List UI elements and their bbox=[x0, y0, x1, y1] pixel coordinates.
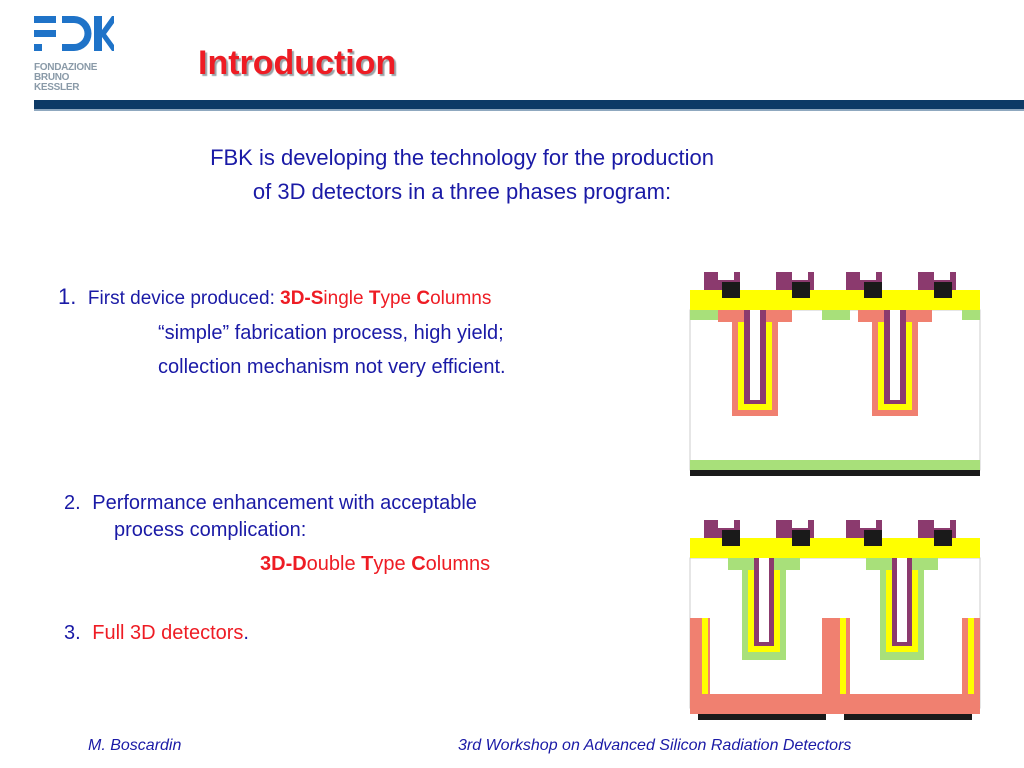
footer-event: 3rd Workshop on Advanced Silicon Radiati… bbox=[458, 737, 852, 754]
header-rule-shadow bbox=[34, 109, 1024, 111]
item-3: 3. Full 3D detectors. bbox=[64, 622, 249, 645]
dtc-metal-contacts bbox=[704, 520, 956, 538]
item-1-w3-rest: olumns bbox=[430, 288, 492, 309]
dtc-back-metal-1 bbox=[698, 714, 826, 720]
item-1-w1-rest: ingle bbox=[323, 288, 369, 309]
item-3-number: 3. bbox=[64, 622, 81, 644]
stc-metal-contacts bbox=[704, 272, 956, 290]
stc-top-implant-3 bbox=[962, 310, 980, 320]
dtc-top-oxide bbox=[690, 538, 980, 558]
dtc-front-column-2 bbox=[866, 558, 938, 660]
item-1-number: 1. bbox=[58, 284, 77, 309]
item-2-line2: process complication: bbox=[114, 519, 307, 541]
intro-line1: FBK is developing the technology for the… bbox=[210, 145, 714, 170]
item-2-w1-rest: ouble bbox=[306, 553, 362, 575]
stc-metal-black bbox=[722, 282, 952, 298]
item-2-text1: Performance enhancement with acceptable bbox=[92, 492, 477, 514]
item-2-w1-bold: 3D-D bbox=[260, 553, 307, 575]
item-1-w3-bold: C bbox=[416, 288, 431, 309]
dtc-front-column-1 bbox=[728, 558, 800, 660]
item-1-lead: First device produced: bbox=[87, 288, 281, 309]
item-2-type-name: 3D-Double Type Columns bbox=[260, 553, 490, 576]
item-2-w2-rest: ype bbox=[373, 553, 412, 575]
dtc-back-metal-2 bbox=[844, 714, 972, 720]
logo-org-line2: BRUNO KESSLER bbox=[34, 72, 80, 93]
item-1-w2-bold: T bbox=[368, 288, 381, 309]
footer-author: M. Boscardin bbox=[88, 737, 182, 754]
stc-top-implant-1 bbox=[690, 310, 718, 320]
stc-back-implant bbox=[690, 460, 980, 470]
item-3-period: . bbox=[243, 622, 249, 644]
intro-line2: of 3D detectors in a three phases progra… bbox=[252, 179, 672, 204]
slide-title: Introduction bbox=[198, 44, 397, 82]
3d-stc-cross-section bbox=[689, 272, 981, 476]
stc-top-implant-2 bbox=[822, 310, 850, 320]
item-2-number: 2. bbox=[64, 492, 81, 514]
header-rule bbox=[34, 100, 1024, 109]
dtc-metal-black bbox=[722, 530, 952, 546]
item-1: 1. First device produced: 3D-Single Type… bbox=[58, 284, 658, 310]
item-1-w1-bold: 3D-S bbox=[280, 288, 324, 309]
stc-column-2 bbox=[858, 310, 932, 416]
3d-dtc-cross-section bbox=[689, 520, 981, 720]
item-2-w2-bold: T bbox=[361, 553, 374, 575]
fbk-logo: FONDAZIONE BRUNO KESSLER bbox=[34, 12, 114, 93]
item-1-line2: “simple” fabrication process, high yield… bbox=[158, 322, 504, 344]
item-2-w3-bold: C bbox=[411, 553, 426, 575]
intro-text: FBK is developing the technology for the… bbox=[100, 141, 824, 209]
fbk-logo-mark bbox=[34, 16, 114, 51]
item-2-line1: 2. Performance enhancement with acceptab… bbox=[64, 492, 477, 515]
item-1-w2-rest: ype bbox=[380, 288, 417, 309]
stc-back-metal bbox=[690, 470, 980, 476]
item-3-text: Full 3D detectors bbox=[92, 622, 244, 644]
stc-top-oxide bbox=[690, 290, 980, 310]
dtc-back-columns bbox=[690, 618, 980, 714]
item-2-w3-rest: olumns bbox=[425, 553, 491, 575]
logo-org-line1: FONDAZIONE bbox=[34, 62, 98, 73]
stc-column-1 bbox=[718, 310, 792, 416]
item-1-line3: collection mechanism not very efficient. bbox=[158, 356, 506, 378]
